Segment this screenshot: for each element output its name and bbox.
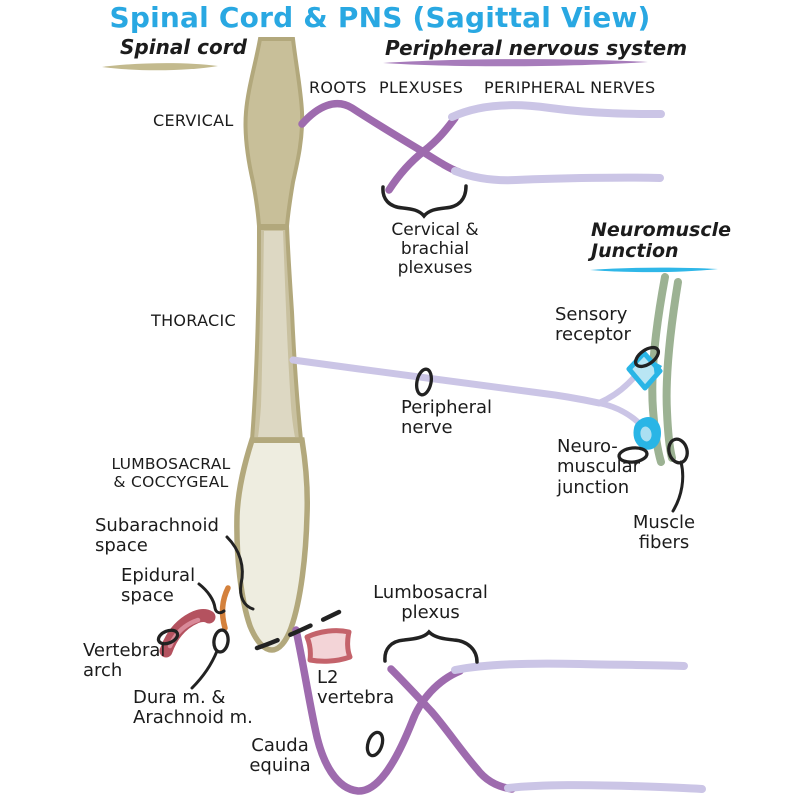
spinal-cord-heading: Spinal cord xyxy=(120,35,247,59)
disc-dashed-line xyxy=(254,609,342,651)
label-l2-vertebra: L2 vertebra xyxy=(317,667,395,709)
cauda-equina-strand xyxy=(292,626,464,795)
dural-sac-shape xyxy=(234,437,310,653)
sensory-receptor-tick xyxy=(653,361,662,378)
muscle-fiber-1 xyxy=(648,273,669,466)
spinal-cord-thoracic-core xyxy=(258,231,295,437)
label-epidural-space: Epidural space xyxy=(121,565,196,607)
lumbosacral-peripheral-nerve-lower xyxy=(504,781,706,793)
dura-pointer xyxy=(190,649,219,690)
vertebral-arch-loop xyxy=(156,628,180,646)
epidural-pointer xyxy=(197,582,226,615)
nmj-underline xyxy=(590,267,718,273)
label-cervical-brachial-plexuses: Cervical & brachial plexuses xyxy=(391,220,479,279)
cervical-root-b xyxy=(385,114,459,194)
nerve-branch-to-sensory-receptor xyxy=(596,372,639,406)
lumbosacral-plexus-brace xyxy=(383,629,479,664)
label-vertebral-arch: Vertebral arch xyxy=(83,640,166,682)
cervical-root-a xyxy=(298,100,463,176)
spinal-cord-underline xyxy=(102,63,218,71)
column-roots: ROOTS xyxy=(309,78,367,97)
label-subarachnoid-space: Subarachnoid space xyxy=(95,515,219,557)
cervical-peripheral-nerve-lower xyxy=(451,167,664,185)
region-lumbosacral: LUMBOSACRAL & COCCYGEAL xyxy=(111,455,231,491)
column-plexuses: PLEXUSES xyxy=(379,78,464,97)
label-neuromuscular-junction: Neuro- muscular junction xyxy=(557,436,641,498)
epidural-space-strand xyxy=(219,585,231,631)
lumbosacral-peripheral-nerve-upper xyxy=(451,659,688,674)
pns-heading: Peripheral nervous system xyxy=(385,36,688,60)
label-dura-arachnoid: Dura m. & Arachnoid m. xyxy=(133,687,253,729)
label-peripheral-nerve: Peripheral nerve xyxy=(401,397,493,439)
label-sensory-receptor: Sensory receptor xyxy=(555,304,631,346)
label-cauda-equina: Cauda equina xyxy=(249,735,311,777)
nmj-loop xyxy=(617,446,649,464)
peripheral-nerve-loop xyxy=(414,367,434,397)
muscle-fiber-2 xyxy=(662,278,682,462)
label-muscle-fibers: Muscle fibers xyxy=(632,512,696,554)
l2-vertebra-shape xyxy=(304,628,353,664)
pns-underline xyxy=(383,59,648,67)
nmj-heading: Neuromuscle Junction xyxy=(591,219,732,263)
subarachnoid-pointer xyxy=(225,535,255,611)
muscle-fibers-pointer xyxy=(671,460,685,513)
nmj-shape-highlight xyxy=(640,426,652,442)
cauda-equina-loop xyxy=(365,730,385,758)
label-lumbosacral-plexus: Lumbosacral plexus xyxy=(373,582,488,624)
column-peripheral-nerves: PERIPHERAL NERVES xyxy=(484,78,656,97)
lumbosacral-root-b xyxy=(387,665,516,793)
thoracic-peripheral-nerve xyxy=(289,356,603,407)
dura-loop xyxy=(212,628,230,654)
region-thoracic: THORACIC xyxy=(151,311,236,330)
page-title: Spinal Cord & PNS (Sagittal View) xyxy=(109,1,651,34)
sensory-receptor-loop xyxy=(633,345,661,369)
region-cervical: CERVICAL xyxy=(153,111,234,130)
spinal-cord-cervical-shape xyxy=(243,37,305,228)
cervical-peripheral-nerve-upper xyxy=(448,101,665,121)
cervical-plexus-brace xyxy=(381,184,468,219)
